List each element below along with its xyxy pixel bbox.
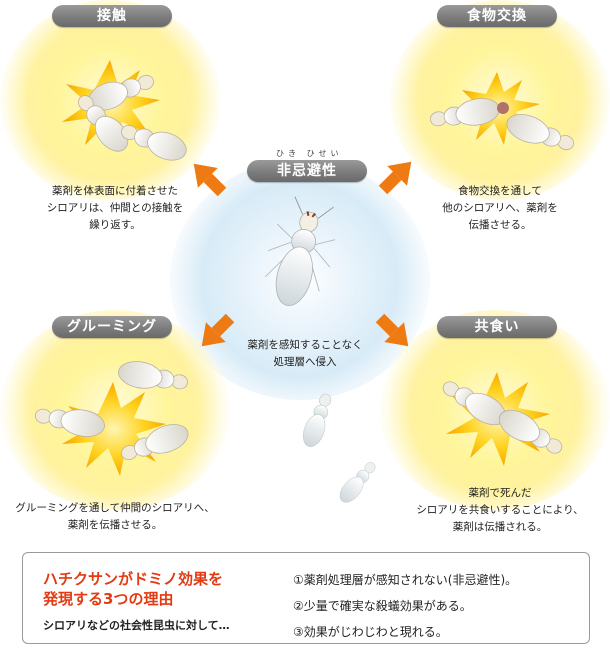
non-repellent-caption-line: 薬剤を感知することなく <box>205 337 405 354</box>
food-exchange-caption-line: 食物交換を通して <box>405 183 595 200</box>
cannibalism-caption-line: シロアリを共食いすることにより、 <box>395 502 605 519</box>
reasons-title: ハチクサンがドミノ効果を 発現する3つの理由 <box>43 569 223 609</box>
reason-item: ③効果がじわじわと現れる。 <box>293 619 517 645</box>
food-exchange-label: 食物交換 <box>437 5 557 27</box>
contact-caption-line: 繰り返す。 <box>20 217 210 234</box>
food-exchange-caption-line: 伝播させる。 <box>405 217 595 234</box>
non-repellent-ruby: ひき ひせい <box>276 148 343 159</box>
central-termite <box>256 194 346 314</box>
contact-label: 接触 <box>52 5 172 27</box>
non-repellent-caption-line: 処理層へ侵入 <box>205 354 405 371</box>
reasons-subtitle: シロアリなどの社会性昆虫に対して… <box>43 617 230 633</box>
contact-caption: 薬剤を体表面に付着させた シロアリは、仲間との接触を 繰り返す。 <box>20 183 210 234</box>
reasons-list: ①薬剤処理層が感知されない(非忌避性)。 ②少量で確実な殺蟻効果がある。 ③効果… <box>293 567 517 645</box>
cannibalism-caption: 薬剤で死んだ シロアリを共食いすることにより、 薬剤は伝播される。 <box>395 485 605 536</box>
grooming-caption-line: 薬剤を伝播させる。 <box>0 517 230 534</box>
contact-caption-line: シロアリは、仲間との接触を <box>20 200 210 217</box>
cannibalism-label: 共食い <box>437 316 557 338</box>
reason-item: ①薬剤処理層が感知されない(非忌避性)。 <box>293 567 517 593</box>
grooming-caption: グルーミングを通して仲間のシロアリへ、 薬剤を伝播させる。 <box>0 500 230 534</box>
grooming-label: グルーミング <box>52 316 172 338</box>
non-repellent-caption: 薬剤を感知することなく 処理層へ侵入 <box>205 337 405 371</box>
cannibalism-caption-line: 薬剤で死んだ <box>395 485 605 502</box>
walking-termites <box>299 391 380 507</box>
non-repellent-label: 非忌避性 <box>247 160 367 182</box>
food-exchange-caption-line: 他のシロアリへ、薬剤を <box>405 200 595 217</box>
reasons-title-line: 発現する3つの理由 <box>43 589 223 609</box>
reason-item: ②少量で確実な殺蟻効果がある。 <box>293 593 517 619</box>
cannibalism-caption-line: 薬剤は伝播される。 <box>395 519 605 536</box>
reasons-title-line: ハチクサンがドミノ効果を <box>43 569 223 589</box>
reasons-box: ハチクサンがドミノ効果を 発現する3つの理由 シロアリなどの社会性昆虫に対して…… <box>22 552 590 644</box>
food-exchange-caption: 食物交換を通して 他のシロアリへ、薬剤を 伝播させる。 <box>405 183 595 234</box>
grooming-caption-line: グルーミングを通して仲間のシロアリへ、 <box>0 500 230 517</box>
contact-caption-line: 薬剤を体表面に付着させた <box>20 183 210 200</box>
